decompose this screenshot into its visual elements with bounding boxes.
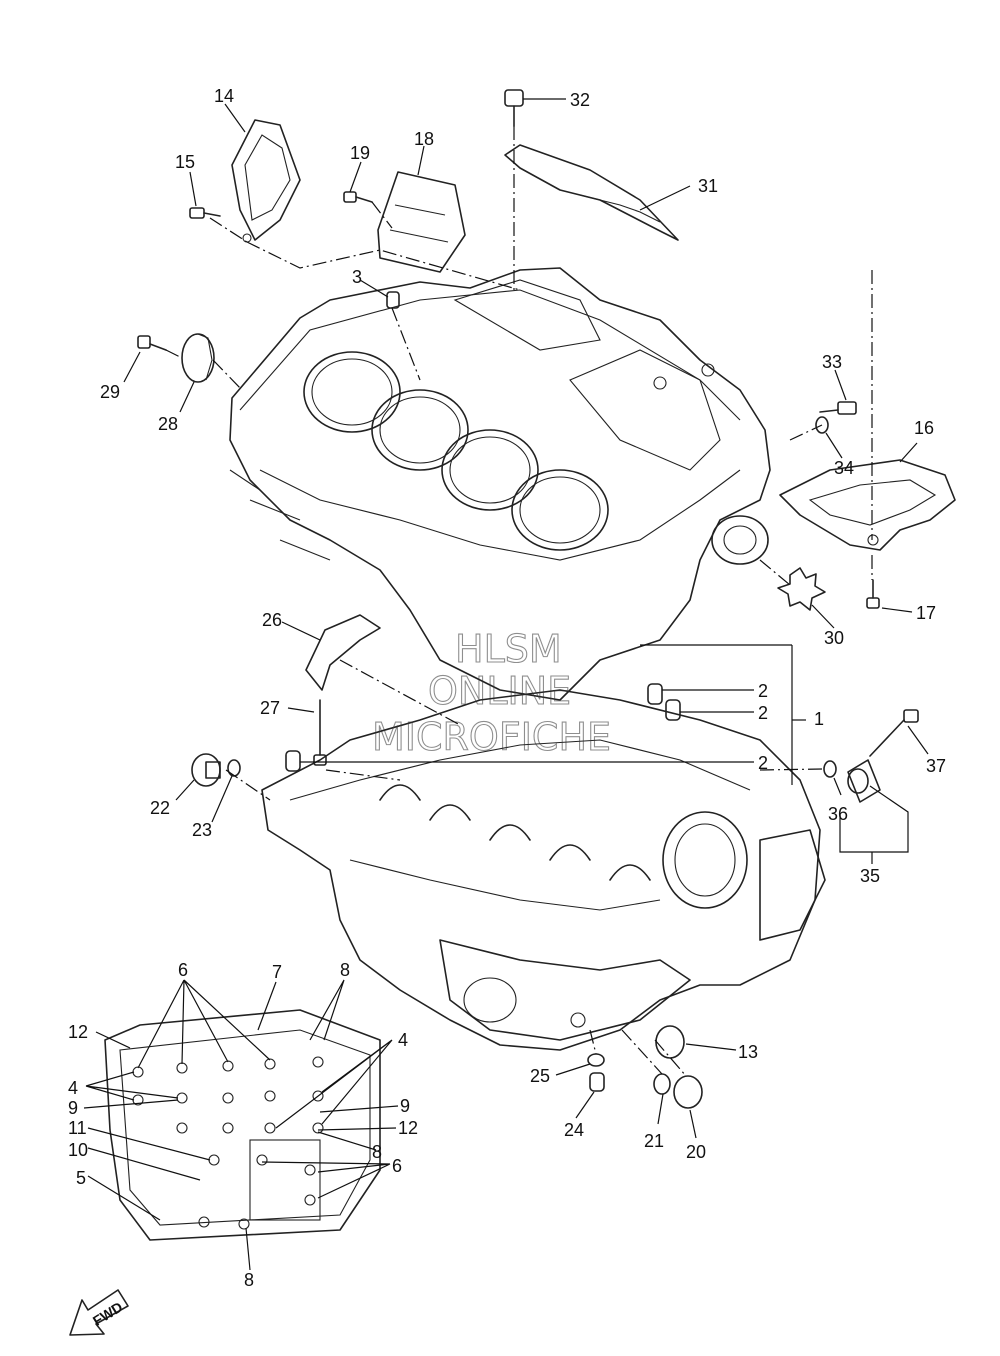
callout-2-b: 2	[758, 703, 768, 723]
callout-27: 27	[260, 698, 280, 718]
leader-lines	[83, 98, 929, 1271]
callout-8-a: 8	[340, 960, 350, 980]
part-26-shell	[305, 614, 381, 691]
part-21-ring	[653, 1073, 671, 1095]
callout-25: 25	[530, 1066, 550, 1086]
callout-6-b: 6	[392, 1156, 402, 1176]
part-22-plug	[191, 753, 221, 787]
upper-crankcase	[229, 267, 771, 701]
callout-33: 33	[822, 352, 842, 372]
part-15-bolt	[189, 207, 221, 219]
part-29-bolt	[137, 335, 167, 351]
callout-23: 23	[192, 820, 212, 840]
callout-36: 36	[828, 804, 848, 824]
lower-crankcase	[261, 689, 826, 1051]
callout-4-b: 4	[68, 1078, 78, 1098]
watermark-line-3: MICROFICHE	[372, 715, 611, 759]
part-3-dowel	[386, 291, 400, 309]
callout-34: 34	[834, 458, 854, 478]
part-17-bolt	[866, 579, 880, 609]
part-31-guide	[504, 144, 679, 241]
callout-12-a: 12	[68, 1022, 88, 1042]
watermark-line-2: ONLINE	[428, 669, 571, 713]
part-24-jet	[589, 1072, 605, 1092]
callout-7: 7	[272, 962, 282, 982]
fwd-label: FWD	[90, 1298, 126, 1328]
callout-2-a: 2	[758, 681, 768, 701]
callout-4-a: 4	[398, 1030, 408, 1050]
bolt-location-inset	[104, 1009, 381, 1241]
part-36-oring	[823, 760, 837, 778]
part-19-bolt	[343, 191, 373, 203]
part-18-plate	[377, 171, 466, 273]
callout-22: 22	[150, 798, 170, 818]
callout-13: 13	[738, 1042, 758, 1062]
callout-8-c: 8	[244, 1270, 254, 1290]
part-37-bolt	[869, 709, 919, 757]
callout-28: 28	[158, 414, 178, 434]
callout-9-b: 9	[400, 1096, 410, 1116]
alignment-lines	[165, 126, 873, 1077]
callout-35: 35	[860, 866, 880, 886]
callout-37: 37	[926, 756, 946, 776]
callout-20: 20	[686, 1142, 706, 1162]
callout-15: 15	[175, 152, 195, 172]
callout-9-a: 9	[68, 1098, 78, 1118]
part-2-dowels	[285, 683, 681, 772]
callout-21: 21	[644, 1131, 664, 1151]
callout-10: 10	[68, 1140, 88, 1160]
callout-24: 24	[564, 1120, 584, 1140]
part-33-bolt	[819, 401, 857, 415]
part-25-oring	[587, 1053, 605, 1067]
callouts: 1 2 2 2 3 4 4 5 6 6 7 8 8 8 9 9 10 11 12…	[68, 86, 946, 1290]
callout-17: 17	[916, 603, 936, 623]
callout-8-b: 8	[372, 1142, 382, 1162]
part-28-cap	[181, 333, 215, 383]
watermark: HLSM ONLINE MICROFICHE	[371, 626, 611, 759]
callout-18: 18	[414, 129, 434, 149]
callout-29: 29	[100, 382, 120, 402]
fwd-arrow-icon: FWD	[69, 1289, 129, 1336]
part-20-plug	[673, 1075, 703, 1109]
part-35-sensor	[847, 759, 881, 803]
part-23-oring	[227, 759, 241, 777]
part-30-plate	[777, 567, 826, 611]
callout-26: 26	[262, 610, 282, 630]
callout-32: 32	[570, 90, 590, 110]
callout-3: 3	[352, 267, 362, 287]
part-14-cover	[231, 119, 301, 243]
part-27-bolt	[313, 699, 327, 766]
callout-31: 31	[698, 176, 718, 196]
callout-30: 30	[824, 628, 844, 648]
callout-14: 14	[214, 86, 234, 106]
callout-2-c: 2	[758, 753, 768, 773]
part-16-gasket	[779, 459, 956, 551]
callout-11: 11	[68, 1118, 87, 1138]
callout-12-b: 12	[398, 1118, 418, 1138]
callout-1: 1	[814, 709, 824, 729]
callout-6-a: 6	[178, 960, 188, 980]
callout-16: 16	[914, 418, 934, 438]
part-13-cap	[655, 1025, 685, 1059]
watermark-line-1: HLSM	[455, 627, 562, 671]
callout-5: 5	[76, 1168, 86, 1188]
part-32-bolt	[504, 89, 524, 127]
part-34-washer	[815, 416, 829, 434]
callout-19: 19	[350, 143, 370, 163]
